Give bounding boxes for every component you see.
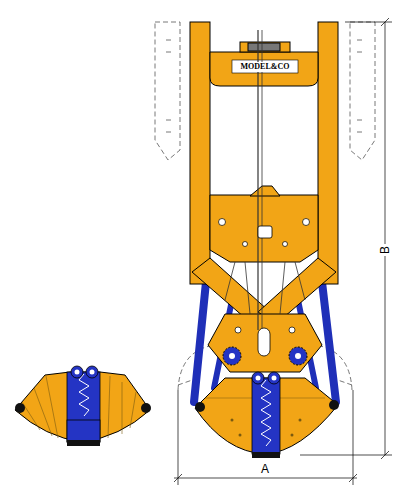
dimension-label: B xyxy=(378,244,392,256)
bucket-front xyxy=(195,372,339,458)
dimension-lines xyxy=(174,18,392,485)
dimension-label: A xyxy=(261,463,269,475)
frame xyxy=(190,22,338,372)
maker-plate: MODEL&CO xyxy=(239,62,292,72)
open-position-outline xyxy=(155,22,375,390)
bucket-side-view xyxy=(15,366,151,446)
frame-details xyxy=(219,30,310,365)
